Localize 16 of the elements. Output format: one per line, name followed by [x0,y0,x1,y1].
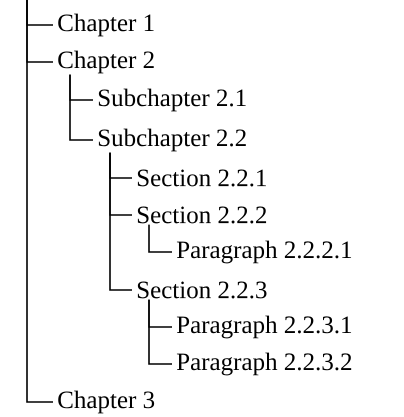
tree-connector [109,152,132,291]
tree-item: Subchapter 2.2 [98,128,246,152]
tree-item: Subchapter 2.1 [98,88,246,112]
tree-item: Chapter 3 [58,390,154,414]
tree-connector [148,300,172,365]
tree-item: Paragraph 2.2.3.2 [176,352,352,376]
tree-connector [148,224,172,253]
tree-item: Section 2.2.2 [138,206,266,224]
tree-connector [69,74,93,141]
tree-connector [26,0,53,403]
tree-item: Section 2.2.1 [138,170,266,186]
tree-item: Chapter 2 [58,50,154,74]
tree-item: Section 2.2.3 [138,282,266,298]
tree-item: Paragraph 2.2.3.1 [176,316,352,338]
tree-item: Chapter 1 [58,14,154,36]
tree-item: Paragraph 2.2.2.1 [176,240,352,264]
